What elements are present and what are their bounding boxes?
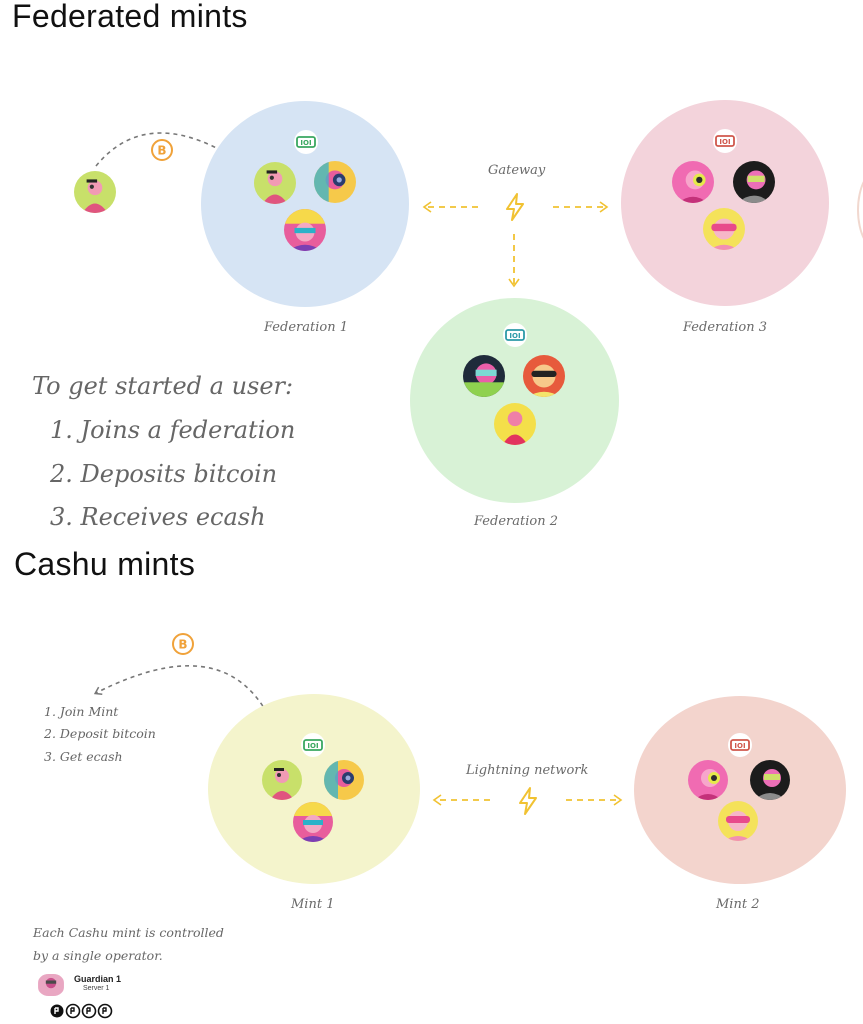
step-item: 3. Receives ecash xyxy=(50,503,266,531)
guardian-status-dots xyxy=(49,1003,117,1019)
user-avatar xyxy=(523,355,565,397)
svg-text:IOI: IOI xyxy=(300,139,311,147)
mint-1-label: Mint 1 xyxy=(291,897,335,912)
user-avatar xyxy=(293,802,333,842)
cash-note-icon: IOI xyxy=(299,733,327,757)
deposit-arc-arrow-cashu xyxy=(93,665,268,714)
intro-text: To get started a user: xyxy=(32,372,294,400)
step-item: 2. Deposit bitcoin xyxy=(44,726,156,741)
mint-2-label: Mint 2 xyxy=(716,897,760,912)
user-avatar xyxy=(750,760,790,800)
user-avatar xyxy=(463,355,505,397)
mint-2-circle xyxy=(634,696,846,884)
step-item: 2. Deposits bitcoin xyxy=(50,460,278,488)
step-item: 1. Join Mint xyxy=(44,704,119,719)
guardian-server: Server 1 xyxy=(83,985,110,992)
cash-note-icon: IOI xyxy=(726,733,754,757)
svg-text:IOI: IOI xyxy=(734,742,745,750)
guardian-avatar xyxy=(38,974,64,996)
svg-text:B: B xyxy=(157,144,166,158)
user-avatar xyxy=(74,171,116,213)
user-avatar xyxy=(494,403,536,445)
guardian-name: Guardian 1 xyxy=(74,974,122,984)
deposit-arc-arrow-federated xyxy=(95,132,249,168)
cash-note-icon: IOI xyxy=(711,129,739,153)
federation-3-label: Federation 3 xyxy=(683,320,767,335)
svg-text:IOI: IOI xyxy=(509,332,520,340)
svg-text:IOI: IOI xyxy=(719,138,730,146)
cash-note-icon: IOI xyxy=(501,323,529,347)
mint-1-circle xyxy=(208,694,420,884)
lightning-bolt-icon xyxy=(502,192,528,222)
user-avatar xyxy=(284,209,326,251)
user-avatar xyxy=(324,760,364,800)
lightning-network-label: Lightning network xyxy=(466,763,589,778)
federated-mints-heading: Federated mints xyxy=(12,0,248,34)
step-item: 3. Get ecash xyxy=(44,749,123,764)
operator-note: by a single operator. xyxy=(33,948,163,963)
user-avatar xyxy=(254,162,296,204)
user-avatar xyxy=(688,760,728,800)
step-item: 1. Joins a federation xyxy=(50,416,296,444)
federation-1-label: Federation 1 xyxy=(264,320,348,335)
svg-text:B: B xyxy=(178,638,187,652)
gateway-label: Gateway xyxy=(488,163,546,178)
cashu-mints-heading: Cashu mints xyxy=(14,546,196,582)
user-avatar xyxy=(703,208,745,250)
cash-note-icon: IOI xyxy=(292,130,320,154)
user-avatar xyxy=(314,161,356,203)
lightning-bolt-icon xyxy=(515,786,541,816)
user-avatar xyxy=(672,161,714,203)
operator-note: Each Cashu mint is controlled xyxy=(33,925,224,940)
bitcoin-icon: B xyxy=(171,632,195,656)
svg-text:IOI: IOI xyxy=(307,742,318,750)
federation-2-label: Federation 2 xyxy=(474,514,558,529)
user-avatar xyxy=(718,801,758,841)
user-avatar xyxy=(733,161,775,203)
user-avatar xyxy=(262,760,302,800)
bitcoin-icon: B xyxy=(150,138,174,162)
